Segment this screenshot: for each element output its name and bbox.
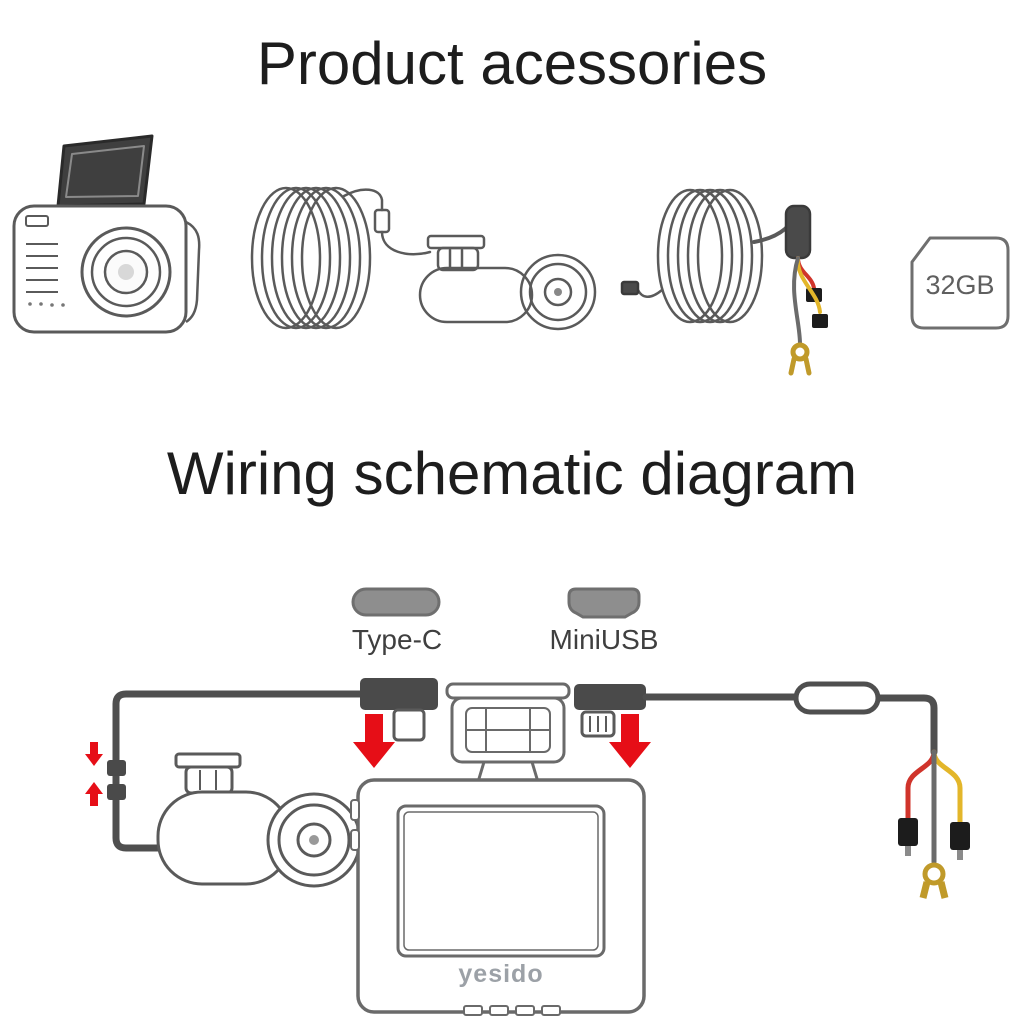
inline-connector-lower xyxy=(107,784,126,800)
small-plug xyxy=(373,208,391,234)
memory-card-notch-line xyxy=(911,237,931,263)
type-c-cable-head xyxy=(360,678,438,710)
coil-top-lead xyxy=(342,188,384,212)
rear-cam-lens-glass xyxy=(543,277,573,307)
rear-cam-lens-ring xyxy=(528,262,588,322)
hardwire-inline-box xyxy=(793,681,881,715)
wiring-ground-fork-terminal xyxy=(919,862,949,899)
dashcam-screen-inner xyxy=(65,145,145,198)
rear-cam-body xyxy=(418,266,534,324)
main-unit-screen-inner xyxy=(403,811,599,951)
memory-card-capacity-label: 32GB xyxy=(925,270,995,300)
rear-cam-mount-clamp xyxy=(436,246,480,272)
wiring-red-lead xyxy=(905,749,937,821)
wiring-rearcam-lens-center xyxy=(309,835,319,845)
memory-card-body xyxy=(910,236,1010,330)
wiring-red-fuse-tap xyxy=(898,818,918,846)
mount-top-cap xyxy=(445,682,571,700)
side-button-upper xyxy=(350,799,360,821)
wiring-red-tap-pin xyxy=(905,846,911,856)
wiring-rearcam-mount-clamp xyxy=(184,765,234,795)
hardwire-kit-icon xyxy=(620,188,828,376)
accessories-title: Product acessories xyxy=(256,30,768,97)
dashcam-lens-outer xyxy=(80,226,172,318)
wiring-yellow-tap-pin xyxy=(957,850,963,860)
insert-arrow-left-icon xyxy=(353,714,395,768)
dash-cam-icon xyxy=(12,134,201,334)
dashcam-lens-center xyxy=(118,264,134,280)
mini-usb-male-tip xyxy=(580,710,616,738)
hardwire-mini-plug xyxy=(620,280,640,296)
wiring-rear-camera xyxy=(156,752,362,888)
rear-camera-cable-icon xyxy=(250,186,597,331)
dashcam-lens-ring xyxy=(90,236,162,308)
bottom-buttons xyxy=(463,1005,561,1016)
mini-usb-connector-icon xyxy=(567,587,641,619)
insert-arrow-right-icon xyxy=(609,714,651,768)
dashcam-side-face xyxy=(185,220,201,324)
hardwire-plug-lead xyxy=(636,288,664,298)
small-arrow-up-icon xyxy=(85,782,103,806)
wiring-yellow-lead xyxy=(931,749,963,825)
wiring-title: Wiring schematic diagram xyxy=(166,440,858,507)
rear-cam-lens-center xyxy=(554,288,562,296)
rear-cam-lens-outer xyxy=(519,253,597,331)
hardwire-coil xyxy=(656,188,764,324)
plug-to-camera-lead xyxy=(380,230,432,256)
brand-logo-text: yesido xyxy=(458,960,544,988)
wiring-rearcam-mount-bar xyxy=(174,752,242,769)
type-c-connector-icon xyxy=(351,587,441,617)
small-arrow-down-icon xyxy=(85,742,103,766)
right-cable-run xyxy=(642,693,938,756)
type-c-label: Type-C xyxy=(351,624,443,655)
hardwire-yellow-tap xyxy=(812,314,828,328)
side-button-lower xyxy=(350,829,360,851)
memory-card-icon xyxy=(910,236,1010,330)
dashcam-speaker-dots xyxy=(28,302,65,307)
mini-usb-label: MiniUSB xyxy=(549,624,659,655)
rear-cam-mount-bar xyxy=(426,234,486,250)
wiring-main-unit xyxy=(350,682,646,1016)
hardwire-ground-lead xyxy=(792,256,802,346)
ground-fork-terminal xyxy=(788,342,812,376)
mini-usb-cable-head xyxy=(574,684,646,710)
hardwire-fuse-box xyxy=(784,204,812,260)
inline-connector-upper xyxy=(107,760,126,776)
dashcam-vents xyxy=(26,243,58,293)
wiring-yellow-fuse-tap xyxy=(950,822,970,850)
type-c-male-tip xyxy=(392,708,426,742)
dashcam-port-detail xyxy=(25,215,49,227)
cable-coil xyxy=(250,186,372,330)
